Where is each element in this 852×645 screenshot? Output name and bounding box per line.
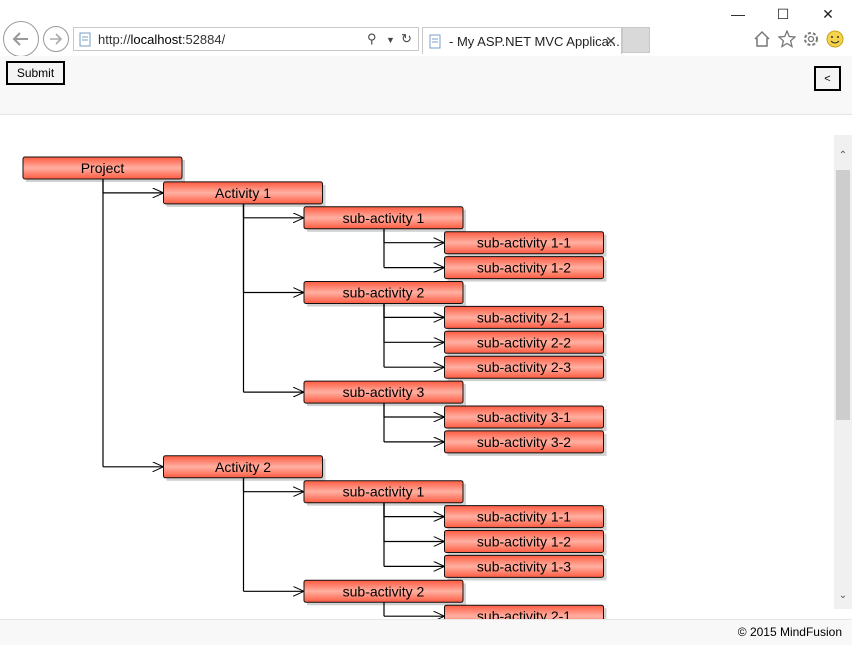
page-footer: © 2015 MindFusion	[0, 619, 852, 645]
url-rest: :52884/	[181, 32, 226, 47]
home-icon[interactable]	[753, 30, 771, 48]
tree-node[interactable]: sub-activity 1-2	[444, 256, 607, 282]
new-tab-button[interactable]	[622, 27, 650, 53]
node-label: sub-activity 1-2	[477, 260, 571, 276]
tab-active[interactable]: - My ASP.NET MVC Applica... ✕	[422, 27, 622, 54]
node-box	[444, 231, 604, 255]
node-box	[444, 530, 604, 553]
node-label: sub-activity 1	[343, 210, 425, 226]
node-label: sub-activity 2	[343, 285, 425, 301]
minimize-icon[interactable]: —	[731, 6, 745, 22]
tab-close-icon[interactable]: ✕	[605, 33, 617, 49]
back-button[interactable]	[3, 21, 39, 57]
node-label: sub-activity 1-3	[477, 558, 571, 574]
node-box	[303, 380, 464, 404]
node-box	[444, 305, 604, 329]
node-label: sub-activity 1-2	[477, 534, 571, 550]
node-label: sub-activity 1-1	[477, 235, 571, 251]
copyright-text: © 2015 MindFusion	[737, 625, 842, 639]
tree-node[interactable]: sub-activity 3-2	[444, 430, 607, 456]
tree-node[interactable]: sub-activity 1-3	[444, 554, 607, 581]
node-box	[444, 355, 604, 379]
node-box	[303, 281, 464, 304]
node-label: sub-activity 3-1	[477, 409, 571, 425]
collapse-panel-button[interactable]: <	[814, 66, 841, 91]
node-box	[22, 156, 183, 180]
dropdown-icon[interactable]: ▼	[386, 35, 395, 45]
scroll-down-icon[interactable]: ⌄	[838, 590, 848, 601]
settings-gear-icon[interactable]	[802, 30, 820, 48]
maximize-icon[interactable]: ☐	[776, 6, 790, 22]
tab-title: - My ASP.NET MVC Applica...	[449, 34, 620, 49]
node-box	[444, 330, 604, 354]
tree-node[interactable]: Project	[22, 156, 185, 182]
node-box	[444, 430, 604, 454]
tree-node[interactable]: sub-activity 1	[303, 206, 466, 232]
tree-node[interactable]: sub-activity 2-3	[444, 355, 607, 382]
forward-button[interactable]	[43, 26, 69, 52]
node-label: Project	[81, 160, 125, 176]
submit-button[interactable]: Submit	[6, 61, 65, 85]
node-box	[163, 455, 323, 479]
close-window-icon[interactable]: ✕	[822, 6, 834, 22]
scroll-up-icon[interactable]: ⌃	[838, 150, 848, 161]
tree-node[interactable]: sub-activity 2-1	[444, 604, 607, 620]
node-label: sub-activity 3	[343, 384, 425, 400]
node-box	[444, 505, 604, 529]
tree-node[interactable]: sub-activity 1-2	[444, 530, 607, 556]
node-box	[303, 480, 464, 504]
node-label: sub-activity 2-1	[477, 608, 571, 620]
node-box	[303, 206, 464, 230]
node-box	[444, 256, 604, 280]
refresh-icon[interactable]: ↻	[401, 31, 412, 46]
tree-node[interactable]: sub-activity 1-1	[444, 505, 607, 531]
tab-page-icon	[429, 34, 441, 49]
tree-node[interactable]: Activity 1	[163, 181, 326, 207]
tree-node[interactable]: sub-activity 1-1	[444, 231, 607, 257]
tree-node[interactable]: sub-activity 1	[303, 480, 466, 506]
url-host: localhost	[130, 32, 182, 47]
tree-node[interactable]: Activity 2	[163, 455, 326, 481]
tree-node[interactable]: sub-activity 2	[303, 281, 466, 307]
tree-node[interactable]: sub-activity 3	[303, 380, 466, 407]
page-icon	[79, 32, 91, 47]
forward-arrow-icon	[50, 33, 63, 45]
node-label: sub-activity 1-1	[477, 509, 571, 525]
node-box	[444, 554, 604, 578]
node-box	[303, 579, 464, 603]
tree-node[interactable]: sub-activity 2	[303, 579, 466, 606]
node-label: Activity 2	[215, 459, 271, 475]
node-label: sub-activity 2	[343, 583, 425, 599]
node-label: sub-activity 2-2	[477, 334, 571, 350]
node-box	[444, 604, 604, 620]
node-label: sub-activity 2-3	[477, 359, 571, 375]
node-label: sub-activity 2-1	[477, 309, 571, 325]
browser-chrome: http://localhost:52884/ ⚲ ▼ ↻ - My ASP.N…	[0, 0, 852, 57]
node-box	[444, 405, 604, 429]
favorites-star-icon[interactable]	[778, 30, 796, 48]
tree-node[interactable]: sub-activity 2-2	[444, 330, 607, 357]
tree-node[interactable]: sub-activity 3-1	[444, 405, 607, 431]
node-box	[163, 181, 323, 205]
url-prefix: http://	[98, 32, 131, 47]
scrollbar-thumb[interactable]	[836, 170, 850, 420]
node-label: Activity 1	[215, 185, 271, 201]
search-icon[interactable]: ⚲	[367, 31, 377, 46]
feedback-smiley-icon[interactable]	[826, 30, 844, 48]
address-bar[interactable]: http://localhost:52884/ ⚲ ▼ ↻	[73, 27, 419, 51]
node-label: sub-activity 3-2	[477, 434, 571, 450]
url-text: http://localhost:52884/	[98, 32, 225, 47]
node-label: sub-activity 1	[343, 484, 425, 500]
back-arrow-icon	[12, 32, 28, 46]
tree-node[interactable]: sub-activity 2-1	[444, 305, 607, 332]
page-toolbar	[0, 56, 852, 115]
